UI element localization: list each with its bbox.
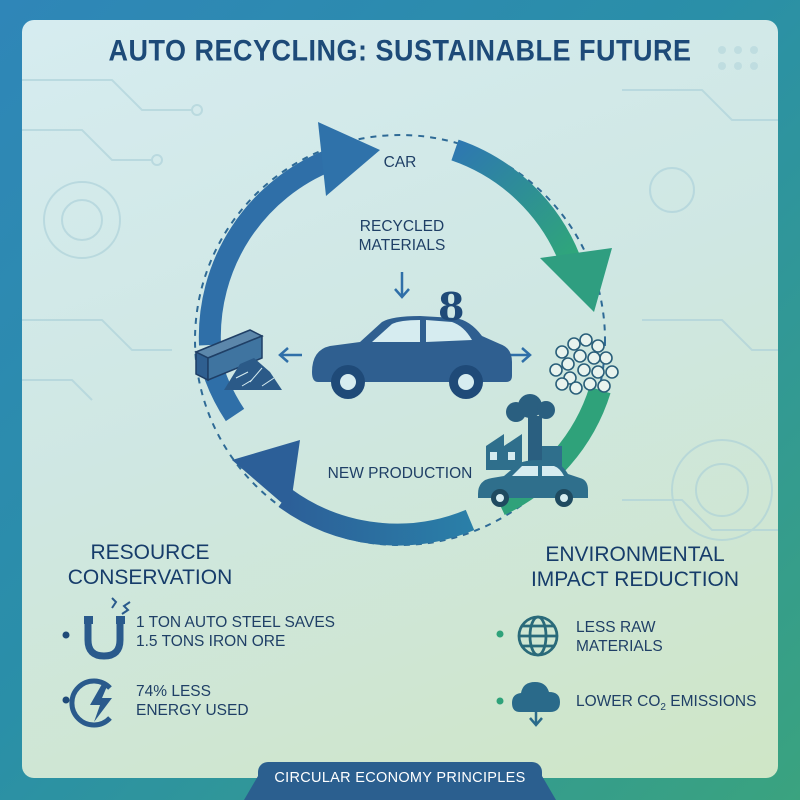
raw-line1: LESS RAW bbox=[576, 619, 656, 636]
page-title: AUTO RECYCLING: SUSTAINABLE FUTURE bbox=[108, 34, 692, 68]
lightning-icon bbox=[69, 678, 112, 728]
co2-suffix: EMISSIONS bbox=[665, 693, 757, 710]
recycled-pellets-icon bbox=[549, 333, 619, 395]
car-icon bbox=[312, 316, 512, 399]
recycled-label-line2: MATERIALS bbox=[358, 237, 446, 255]
steel-beam-icon bbox=[194, 329, 264, 382]
right-arrow-icon bbox=[508, 347, 532, 363]
cycle-arrowhead-bottom bbox=[232, 440, 300, 510]
footer-tab: CIRCULAR ECONOMY PRINCIPLES bbox=[258, 762, 542, 800]
resource-item-energy: 74% LESS ENERGY USED bbox=[136, 682, 249, 721]
recycle-badge: 8 bbox=[438, 284, 465, 329]
magnet-tips bbox=[84, 616, 125, 624]
recycled-materials-label: RECYCLED MATERIALS bbox=[340, 217, 464, 256]
bullet-dot bbox=[496, 630, 504, 638]
energy-line1: 74% LESS bbox=[136, 683, 211, 700]
down-arrow-icon bbox=[394, 272, 410, 299]
resource-title-line2: CONSERVATION bbox=[67, 566, 233, 590]
cycle-arrow-left-top bbox=[198, 149, 335, 346]
cycle-arrowhead-top bbox=[318, 122, 380, 196]
resource-title-line1: RESOURCE bbox=[90, 541, 210, 564]
new-car-icon bbox=[478, 460, 588, 507]
new-production-label: NEW PRODUCTION bbox=[327, 465, 473, 482]
env-title-line2: IMPACT REDUCTION bbox=[530, 568, 740, 592]
dashed-cycle-ring bbox=[194, 134, 606, 546]
energy-line2: ENERGY USED bbox=[136, 702, 249, 720]
globe-icon bbox=[517, 615, 559, 657]
magnet-icon bbox=[84, 624, 124, 660]
env-title-line1: ENVIRONMENTAL bbox=[545, 543, 725, 566]
cycle-arrow-right bbox=[451, 139, 581, 265]
env-item-raw-materials: LESS RAW MATERIALS bbox=[576, 618, 663, 657]
cycle-arrowhead-right bbox=[540, 248, 612, 312]
left-arrow-icon bbox=[278, 347, 302, 363]
car-label: CAR bbox=[383, 154, 417, 171]
cloud-download-icon bbox=[512, 682, 560, 727]
steel-line1: 1 TON AUTO STEEL SAVES bbox=[136, 614, 335, 631]
spark-icon bbox=[111, 597, 131, 615]
scrap-pile-icon bbox=[224, 358, 282, 390]
co2-prefix: LOWER CO bbox=[576, 693, 661, 710]
env-item-co2: LOWER CO2 EMISSIONS bbox=[576, 692, 756, 715]
steel-line2: 1.5 TONS IRON ORE bbox=[136, 633, 286, 651]
bullet-dot bbox=[62, 696, 70, 704]
circuit-background bbox=[22, 46, 778, 541]
cycle-arrow-bottom bbox=[278, 489, 475, 546]
bullet-dot bbox=[496, 697, 504, 705]
raw-line2: MATERIALS bbox=[576, 638, 663, 656]
infographic-panel bbox=[22, 20, 778, 778]
recycled-label-line1: RECYCLED bbox=[359, 218, 445, 235]
environmental-impact-title: ENVIRONMENTAL IMPACT REDUCTION bbox=[530, 542, 740, 592]
resource-item-steel: 1 TON AUTO STEEL SAVES 1.5 TONS IRON ORE bbox=[136, 613, 335, 652]
factory-icon bbox=[486, 394, 562, 472]
resource-conservation-title: RESOURCE CONSERVATION bbox=[40, 540, 260, 590]
co2-subscript: 2 bbox=[660, 702, 666, 714]
bullet-dot bbox=[62, 631, 70, 639]
